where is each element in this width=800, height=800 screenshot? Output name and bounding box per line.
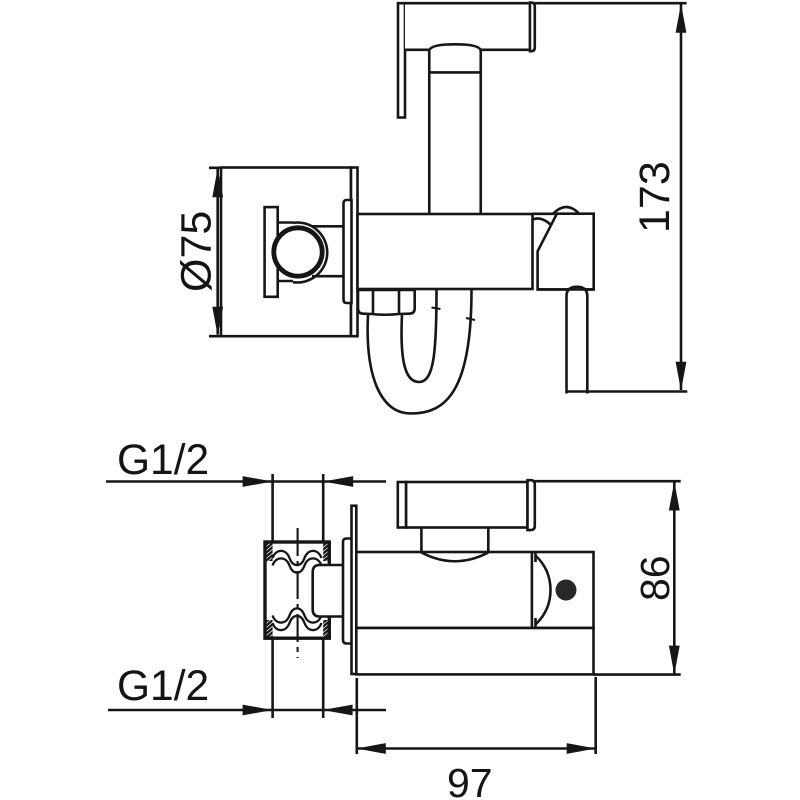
svg-text:97: 97 [447,760,493,800]
svg-text:173: 173 [631,161,679,233]
svg-text:G1/2: G1/2 [117,437,209,484]
svg-text:Ø75: Ø75 [173,211,221,292]
svg-text:86: 86 [632,555,678,601]
svg-text:G1/2: G1/2 [117,663,209,710]
